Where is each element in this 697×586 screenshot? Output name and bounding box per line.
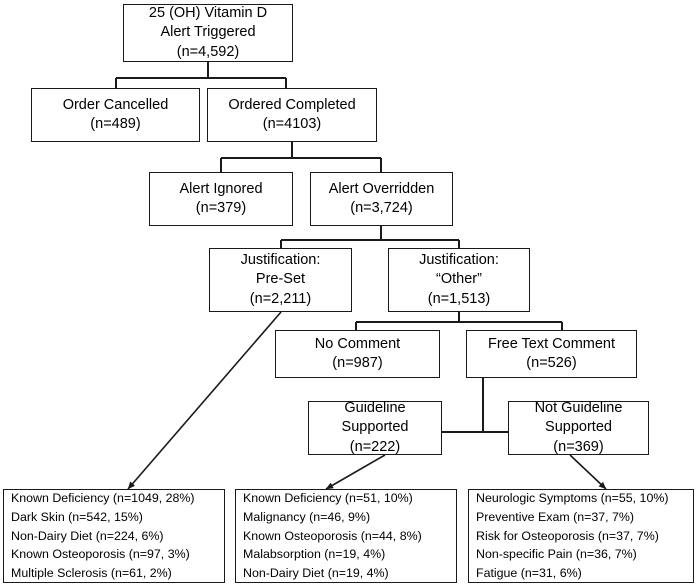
node-justification-preset-line3: (n=2,211)	[249, 290, 312, 307]
node-alert-overridden-line2: (n=3,724)	[350, 200, 413, 216]
list-item: Dark Skin (n=542, 15%)	[11, 510, 143, 525]
node-justification-preset-line2: Pre-Set	[255, 271, 306, 288]
node-not-guideline-supported[interactable]: Not Guideline Supported (n=369)	[508, 400, 649, 455]
list-item: Non-specific Pain (n=36, 7%)	[476, 547, 637, 562]
node-guideline-supported[interactable]: Guideline Supported (n=222)	[308, 400, 442, 455]
list-item: Known Deficiency (n=1049, 28%)	[11, 491, 195, 506]
list-item: Non-Dairy Diet (n=224, 6%)	[11, 528, 164, 543]
node-justification-other-line1: Justification:	[419, 252, 499, 269]
list-item: Fatigue (n=31, 6%)	[476, 565, 582, 580]
node-guideline-supported-line3: (n=222)	[349, 438, 401, 455]
list-item: Multiple Sclerosis (n=61, 2%)	[11, 565, 172, 580]
node-order-cancelled[interactable]: Order Cancelled (n=489)	[31, 88, 200, 142]
node-alert-ignored[interactable]: Alert Ignored (n=379)	[149, 172, 293, 226]
list-item: Known Osteoporosis (n=97, 3%)	[11, 547, 190, 562]
node-justification-other[interactable]: Justification: “Other” (n=1,513)	[388, 248, 530, 312]
node-alert-triggered[interactable]: 25 (OH) Vitamin D Alert Triggered (n=4,5…	[123, 4, 293, 62]
node-alert-ignored-line2: (n=379)	[195, 200, 247, 216]
node-not-guideline-supported-line2: Supported	[545, 419, 612, 436]
list-item: Non-Dairy Diet (n=19, 4%)	[243, 565, 389, 580]
list-item: Malabsorption (n=19, 4%)	[243, 547, 386, 562]
list-item: Known Osteoporosis (n=44, 8%)	[243, 528, 422, 543]
node-no-comment-line2: (n=987)	[332, 355, 383, 371]
node-ordered-completed[interactable]: Ordered Completed (n=4103)	[207, 88, 377, 142]
list-item: Preventive Exam (n=37, 7%)	[476, 510, 635, 525]
list-guideline-supported-reasons[interactable]: Known Deficiency (n=51, 10%) Malignancy …	[235, 489, 457, 583]
list-item: Risk for Osteoporosis (n=37, 7%)	[476, 528, 659, 543]
node-guideline-supported-line1: Guideline	[344, 400, 406, 417]
node-no-comment[interactable]: No Comment (n=987)	[275, 330, 440, 378]
node-not-guideline-supported-line3: (n=369)	[553, 438, 604, 455]
node-alert-overridden[interactable]: Alert Overridden (n=3,724)	[310, 172, 453, 226]
list-item: Known Deficiency (n=51, 10%)	[243, 491, 413, 506]
node-alert-ignored-line1: Alert Ignored	[179, 180, 263, 197]
node-free-text-comment-line2: (n=526)	[526, 355, 577, 371]
node-ordered-completed-line2: (n=4103)	[262, 116, 322, 132]
node-justification-other-line3: (n=1,513)	[427, 290, 491, 307]
list-not-guideline-supported-reasons[interactable]: Neurologic Symptoms (n=55, 10%) Preventi…	[468, 489, 694, 583]
node-alert-triggered-line1: 25 (OH) Vitamin D	[148, 5, 268, 22]
node-justification-preset-line1: Justification:	[240, 252, 321, 269]
list-preset-reasons[interactable]: Known Deficiency (n=1049, 28%) Dark Skin…	[3, 489, 225, 583]
node-guideline-supported-line2: Supported	[341, 419, 409, 436]
node-ordered-completed-line1: Ordered Completed	[228, 96, 356, 113]
node-order-cancelled-line1: Order Cancelled	[62, 96, 169, 113]
list-item: Neurologic Symptoms (n=55, 10%)	[476, 491, 669, 506]
node-alert-triggered-line3: (n=4,592)	[176, 43, 240, 60]
node-alert-overridden-line1: Alert Overridden	[328, 180, 435, 197]
node-order-cancelled-line2: (n=489)	[90, 116, 141, 132]
node-free-text-comment[interactable]: Free Text Comment (n=526)	[466, 330, 637, 378]
node-no-comment-line1: No Comment	[314, 335, 401, 352]
list-item: Malignancy (n=46, 9%)	[243, 510, 371, 525]
node-alert-triggered-line2: Alert Triggered	[160, 24, 256, 41]
node-justification-preset[interactable]: Justification: Pre-Set (n=2,211)	[209, 248, 352, 312]
node-justification-other-line2: “Other”	[436, 271, 482, 288]
node-not-guideline-supported-line1: Not Guideline	[534, 400, 623, 417]
node-free-text-comment-line1: Free Text Comment	[487, 335, 616, 352]
